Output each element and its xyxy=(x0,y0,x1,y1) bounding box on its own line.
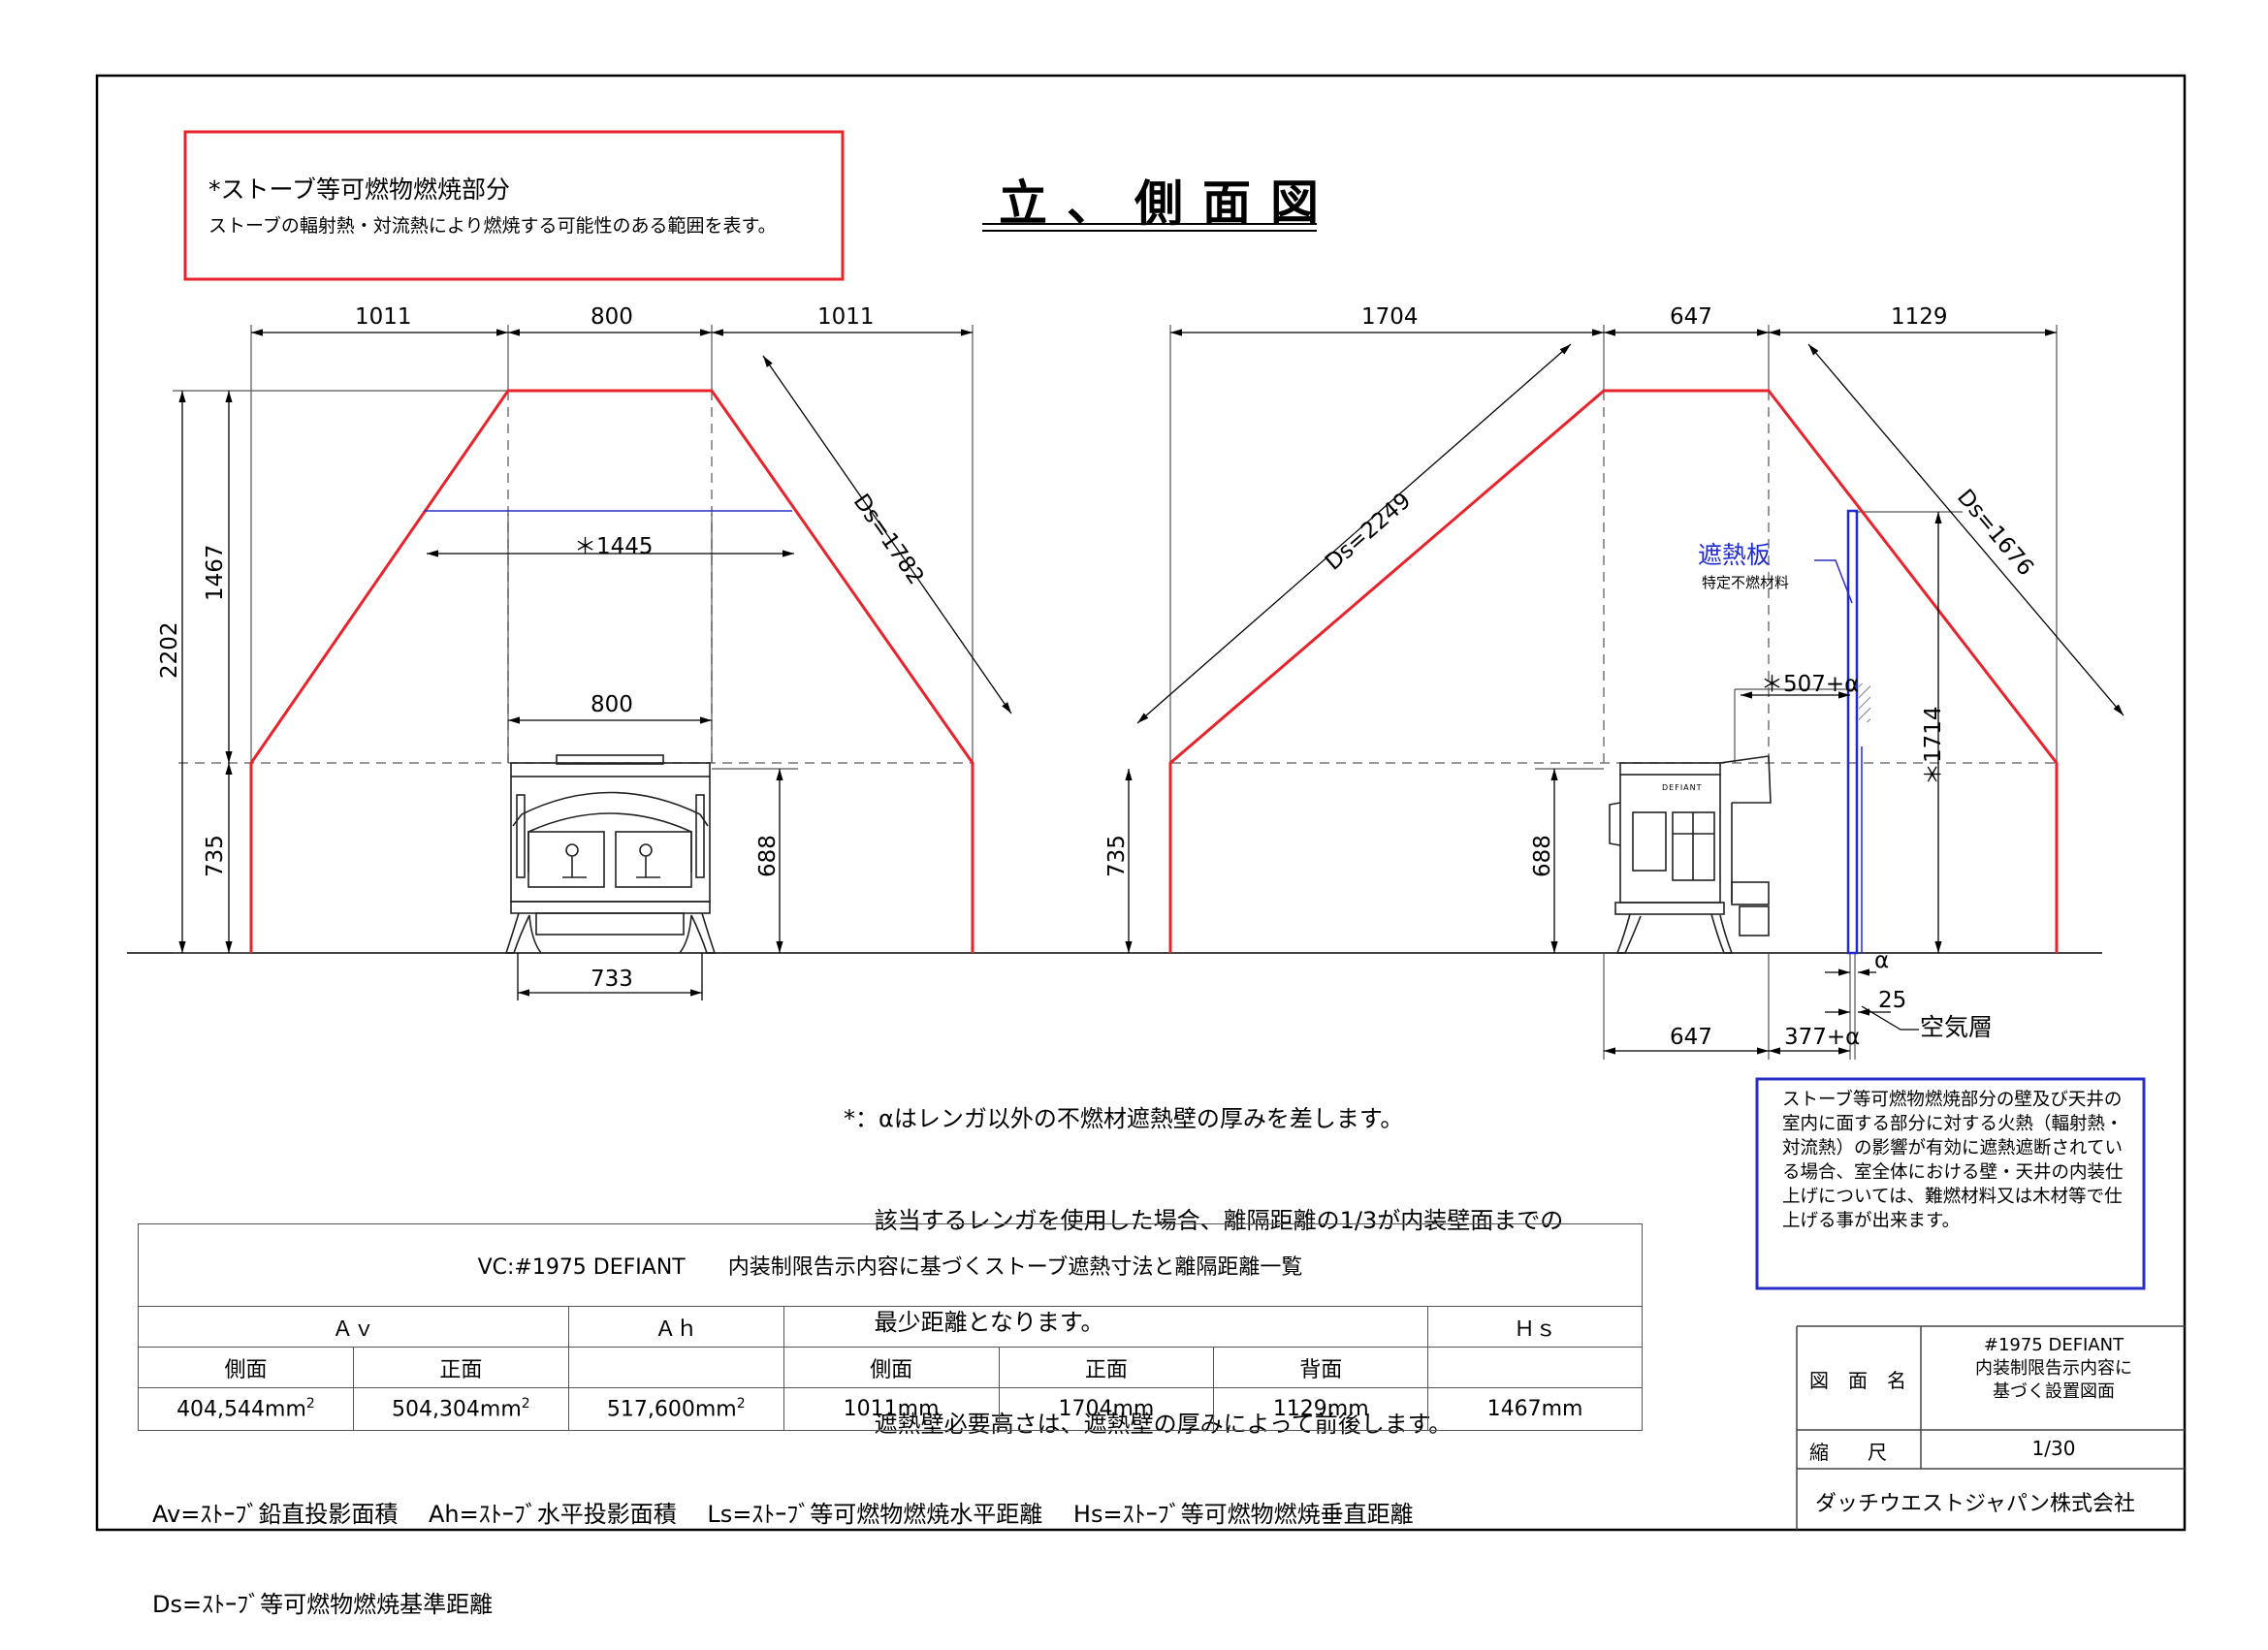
front-star-dim: ＊1445 xyxy=(574,534,654,559)
front-overall-height: 2202 xyxy=(157,621,182,679)
front-view xyxy=(173,325,1012,1000)
front-base-width: 733 xyxy=(591,967,633,992)
table-cell: 404,544mm2 xyxy=(138,1387,354,1431)
front-lower-height: 735 xyxy=(203,835,228,877)
table-cell: 1129mm xyxy=(1213,1387,1429,1431)
scale-label: 縮 尺 xyxy=(1809,1441,1887,1464)
legend-box xyxy=(183,130,845,281)
scale-value: 1/30 xyxy=(2031,1437,2076,1460)
heat-shield xyxy=(1846,509,1859,955)
drawing-sheet xyxy=(95,74,2187,1532)
table-subheader: 背面 xyxy=(1213,1347,1429,1388)
combustion-zone-front xyxy=(249,389,974,953)
shield-height: ＊1714 xyxy=(1921,706,1946,785)
side-view xyxy=(1125,325,2124,1060)
stove-brand: DEFIANT xyxy=(1662,783,1703,792)
table-subheader: 正面 xyxy=(352,1347,569,1388)
table-title: VC:#1975 DEFIANT 内装制限告示内容に基づくストーブ遮熱寸法と離隔… xyxy=(138,1223,1643,1307)
note-line: *：αはレンガ以外の不燃材遮熱壁の厚みを差します。 xyxy=(844,1105,1404,1132)
note-box xyxy=(1755,1077,2146,1290)
side-top-dim-left: 1704 xyxy=(1361,304,1419,330)
table-subheader xyxy=(567,1347,784,1388)
title-block-frame xyxy=(1796,1325,2185,1530)
drawing-name: #1975 DEFIANT 内装制限告示内容に 基づく設置図面 xyxy=(1925,1334,2183,1404)
footnote-line: Ds=ｽﾄｰﾌﾞ等可燃物燃焼基準距離 xyxy=(152,1591,494,1618)
front-stove-width: 800 xyxy=(591,692,633,717)
table-subheader: 側面 xyxy=(138,1347,354,1388)
drawing-name-line: 内装制限告示内容に xyxy=(1975,1358,2132,1379)
side-left-height: 735 xyxy=(1104,835,1130,877)
drawing-name-line: #1975 DEFIANT xyxy=(1983,1335,2124,1355)
table-group-ls xyxy=(783,1306,1429,1348)
table-subheader: 側面 xyxy=(783,1347,1000,1388)
table-cell: 517,600mm2 xyxy=(567,1387,784,1431)
front-top-dim-right: 1011 xyxy=(817,304,875,330)
legend-description: ストーブの輻射熱・対流熱により燃焼する可能性のある範囲を表す。 xyxy=(208,215,777,237)
drawing-name-line: 基づく設置図面 xyxy=(1993,1381,2115,1402)
table-subheader: 正面 xyxy=(998,1347,1215,1388)
table-group-av: Ａｖ xyxy=(138,1306,569,1348)
table-cell: 1011mm xyxy=(783,1387,1000,1431)
company-name: ダッチウエストジャパン株式会社 xyxy=(1815,1492,2136,1516)
table-group-hs: Ｈｓ xyxy=(1427,1306,1643,1348)
side-bottom-dim-left: 647 xyxy=(1670,1025,1712,1050)
legend-title: *ストーブ等可燃物燃焼部分 xyxy=(208,175,511,204)
side-top-dim-mid: 647 xyxy=(1670,304,1712,330)
stove-front-drawing xyxy=(504,754,717,954)
side-stove-height: 688 xyxy=(1530,835,1555,877)
front-upper-height: 1467 xyxy=(203,544,228,601)
heat-shield-material: 特定不燃材料 xyxy=(1702,574,1790,591)
alpha-label: α xyxy=(1874,948,1890,973)
front-stove-height: 688 xyxy=(755,835,781,877)
drawing-name-label: 図 面 名 xyxy=(1809,1369,1906,1392)
table-cell: 504,304mm2 xyxy=(352,1387,569,1431)
air-layer-label: 空気層 xyxy=(1920,1013,1994,1041)
front-top-dim-mid: 800 xyxy=(591,304,633,330)
side-bottom-dim-right: 377+α xyxy=(1784,1025,1861,1050)
gap-label: 25 xyxy=(1878,988,1907,1013)
table-cell: 1467mm xyxy=(1427,1387,1643,1431)
table-group-ah: Ａｈ xyxy=(567,1306,784,1348)
table-cell: 1704mm xyxy=(998,1387,1215,1431)
page-title: 立、側面図 xyxy=(999,175,1338,232)
stove-side-drawing xyxy=(1609,755,1772,954)
front-top-dim-left: 1011 xyxy=(355,304,412,330)
table-subheader xyxy=(1427,1347,1643,1388)
footnotes: Av=ｽﾄｰﾌﾞ鉛直投影面積 Ah=ｽﾄｰﾌﾞ水平投影面積 Ls=ｽﾄｰﾌﾞ等可… xyxy=(152,1440,1414,1650)
combustion-zone-side xyxy=(1168,389,2059,953)
clearance-table: VC:#1975 DEFIANT 内装制限告示内容に基づくストーブ遮熱寸法と離隔… xyxy=(138,1223,1643,1431)
side-top-dim-right: 1129 xyxy=(1891,304,1948,330)
footnote-line: Av=ｽﾄｰﾌﾞ鉛直投影面積 Ah=ｽﾄｰﾌﾞ水平投影面積 Ls=ｽﾄｰﾌﾞ等可… xyxy=(152,1501,1414,1528)
shield-distance: ＊507+α xyxy=(1761,672,1860,697)
sheet-border xyxy=(95,74,2187,1532)
interior-finish-note: ストーブ等可燃物燃焼部分の壁及び天井の室内に面する部分に対する火熱（輻射熱・対流… xyxy=(1782,1090,2124,1231)
heat-shield-label: 遮熱板 xyxy=(1698,541,1772,569)
